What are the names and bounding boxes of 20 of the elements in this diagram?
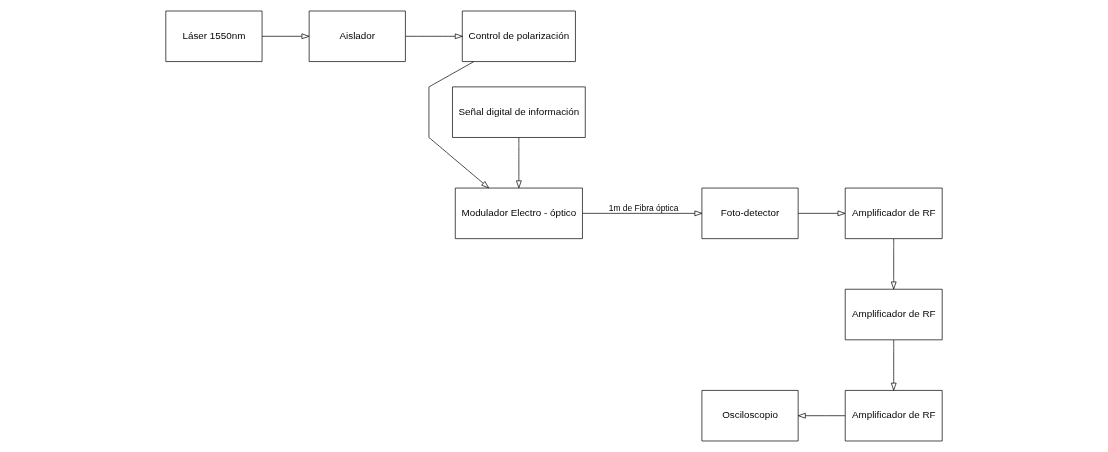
node-box: Osciloscopio <box>701 390 799 442</box>
arrow <box>797 210 846 217</box>
arrow <box>890 238 897 290</box>
edge-label: 1m de Fibra óptica <box>608 202 679 213</box>
node-box: Control de polarización <box>461 10 576 62</box>
node-box: Señal digital de información <box>452 86 586 138</box>
arrow <box>428 61 490 189</box>
arrow <box>582 210 703 217</box>
node-box: Amplificador de RF <box>844 288 943 341</box>
node-box: Amplificador de RF <box>844 390 943 442</box>
arrow <box>797 412 846 419</box>
arrow <box>890 339 897 391</box>
node-box: Foto-detector <box>701 187 799 239</box>
arrow <box>405 33 463 40</box>
node-box: Aislador <box>308 10 406 62</box>
node-box: Amplificador de RF <box>844 187 943 239</box>
arrow <box>261 33 310 40</box>
node-box: Láser 1550nm <box>165 10 263 62</box>
node-box: Modulador Electro - óptico <box>454 187 583 239</box>
arrow <box>516 137 522 189</box>
